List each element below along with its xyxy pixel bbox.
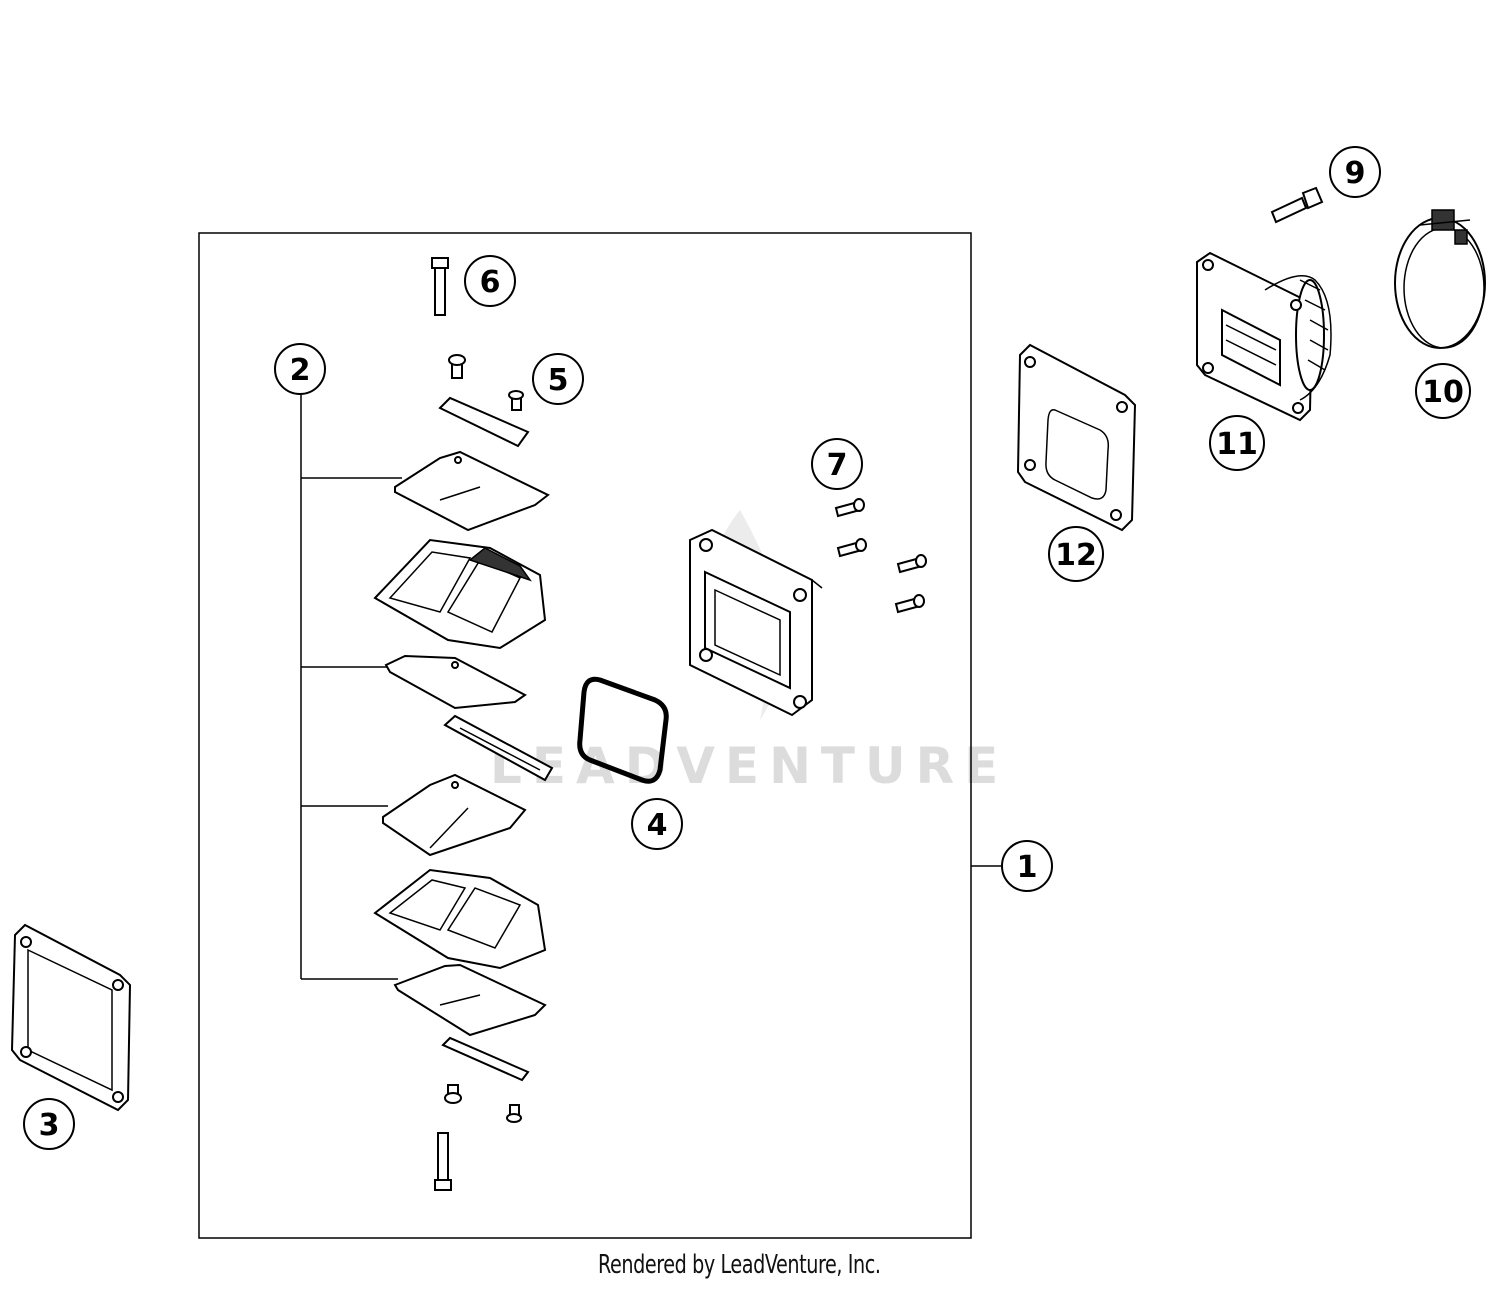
callout-7-label: 7 — [827, 448, 848, 483]
bolt-7-d — [894, 594, 925, 614]
long-bolt-top — [431, 257, 449, 316]
reed-block-2 — [373, 868, 547, 970]
assembly-frame — [198, 232, 972, 1239]
screw-top-left — [448, 354, 466, 379]
callout-1-label: 1 — [1017, 850, 1038, 885]
screw-top-right — [508, 390, 524, 411]
screw-bottom-right — [506, 1104, 522, 1123]
callout-11[interactable]: 11 — [1209, 415, 1265, 471]
stopper-plate-top — [438, 396, 530, 448]
footer-credit: Rendered by LeadVenture, Inc. — [598, 1250, 881, 1280]
leader-bracket-2 — [300, 395, 402, 980]
bolt-7-c — [896, 554, 927, 574]
intake-seal — [577, 676, 669, 784]
callout-9-label: 9 — [1345, 156, 1366, 191]
callout-1[interactable]: 1 — [1001, 840, 1053, 892]
callout-11-label: 11 — [1216, 427, 1258, 462]
callout-2[interactable]: 2 — [274, 343, 326, 395]
intake-flange — [689, 528, 823, 717]
callout-9[interactable]: 9 — [1329, 146, 1381, 198]
callout-12[interactable]: 12 — [1048, 526, 1104, 582]
callout-4[interactable]: 4 — [631, 798, 683, 850]
callout-4-label: 4 — [647, 808, 668, 843]
callout-7[interactable]: 7 — [811, 438, 863, 490]
bolt-9 — [1270, 186, 1324, 224]
callout-3-label: 3 — [39, 1108, 60, 1143]
callout-3[interactable]: 3 — [23, 1098, 75, 1150]
callout-5-label: 5 — [548, 363, 569, 398]
reed-petal-1 — [394, 450, 550, 532]
stopper-middle — [443, 714, 554, 782]
callout-6[interactable]: 6 — [464, 255, 516, 307]
bolt-7-a — [834, 498, 865, 518]
watermark-text: LEADVENTURE — [490, 737, 1008, 795]
reed-petal-3 — [382, 773, 527, 857]
reed-petal-2 — [384, 654, 527, 710]
callout-2-label: 2 — [290, 353, 311, 388]
callout-6-label: 6 — [480, 265, 501, 300]
hose-clamp — [1394, 209, 1486, 349]
reed-block-1 — [373, 538, 547, 650]
callout-5[interactable]: 5 — [532, 353, 584, 405]
callout-12-label: 12 — [1055, 538, 1097, 573]
stopper-plate-bottom — [441, 1036, 530, 1082]
screw-bottom-left — [444, 1084, 462, 1104]
bolt-7-b — [836, 538, 867, 558]
reed-petal-4 — [393, 963, 547, 1037]
gasket-left — [10, 923, 132, 1112]
intake-manifold — [1196, 251, 1332, 422]
gasket-right — [1016, 343, 1137, 532]
callout-10-label: 10 — [1422, 375, 1464, 410]
callout-10[interactable]: 10 — [1415, 363, 1471, 419]
long-bolt-bottom — [434, 1132, 452, 1191]
